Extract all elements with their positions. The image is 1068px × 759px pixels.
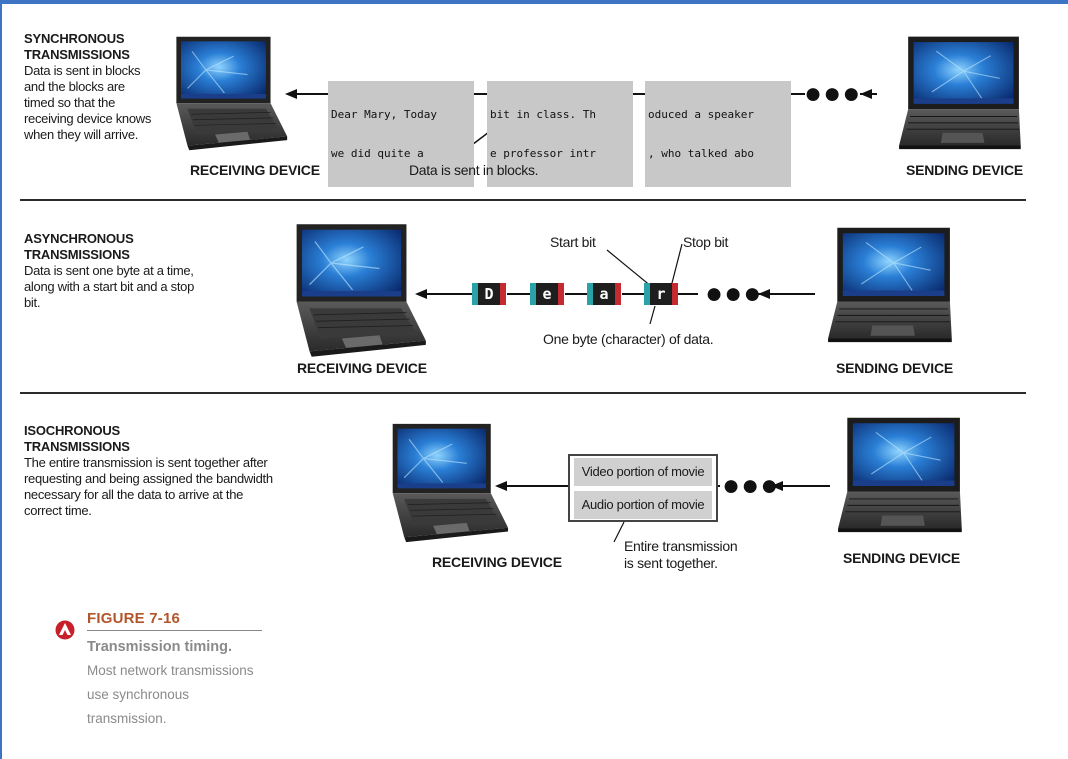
start-bit-label: Start bit [550, 234, 596, 250]
synchronous-sending-label: SENDING DEVICE [906, 162, 1023, 178]
stop-bit-label: Stop bit [683, 234, 729, 250]
isochronous-title-line1: ISOCHRONOUS [24, 423, 121, 438]
isochronous-sending-label: SENDING DEVICE [843, 550, 960, 566]
stop-bit-marker [672, 283, 678, 305]
synchronous-receiving-label: RECEIVING DEVICE [190, 162, 320, 178]
asynchronous-sending-laptop-icon [818, 224, 960, 344]
isochronous-flow-line [495, 481, 830, 491]
video-portion-row: Video portion of movie [574, 458, 712, 486]
asynchronous-sending-label: SENDING DEVICE [836, 360, 953, 376]
asynchronous-title-block: ASYNCHRONOUS TRANSMISSIONS Data is sent … [24, 231, 199, 311]
asynchronous-title-line2: TRANSMISSIONS [24, 247, 130, 262]
isochronous-description: The entire transmission is sent together… [24, 455, 273, 518]
synchronous-sending-laptop-icon [888, 33, 1030, 151]
block-2-line2: e professor intr [490, 147, 596, 160]
byte-character: D [478, 283, 500, 305]
byte-frame-1: D [472, 283, 506, 305]
window-left-border [0, 0, 2, 759]
synchronous-description: Data is sent in blocks and the blocks ar… [24, 63, 152, 142]
block-3-line1: oduced a speaker [648, 108, 754, 121]
figure-rule [87, 630, 262, 631]
figure-caption-bold: Transmission timing. [87, 639, 233, 655]
start-bit-marker [644, 283, 650, 305]
isochronous-receiving-label: RECEIVING DEVICE [432, 554, 562, 570]
asynchronous-receiving-label: RECEIVING DEVICE [297, 360, 427, 376]
isochronous-section: ISOCHRONOUS TRANSMISSIONS The entire tra… [0, 394, 1068, 604]
asynchronous-receiving-laptop-icon [278, 220, 438, 360]
block-1-line1: Dear Mary, Today [331, 108, 437, 121]
byte-label: One byte (character) of data. [543, 331, 714, 347]
start-bit-marker [530, 283, 536, 305]
block-3-line2: , who talked abo [648, 147, 754, 160]
byte-frame-4: r [644, 283, 678, 305]
figure-marker-icon [55, 620, 75, 640]
synchronous-section: SYNCHRONOUS TRANSMISSIONS Data is sent i… [0, 0, 1068, 200]
divider-1 [20, 199, 1026, 201]
byte-frame-2: e [530, 283, 564, 305]
synchronous-data-block-1: Dear Mary, Today we did quite a [328, 81, 474, 187]
together-caption-line2: is sent together. [624, 555, 718, 571]
together-pointer-line [613, 521, 625, 543]
isochronous-title-line2: TRANSMISSIONS [24, 439, 130, 454]
byte-character: e [536, 283, 558, 305]
isochronous-sending-laptop-icon [828, 414, 970, 534]
window-top-border [0, 0, 1068, 4]
together-caption: Entire transmission is sent together. [624, 538, 738, 572]
audio-portion-row: Audio portion of movie [574, 491, 712, 519]
byte-frame-3: a [587, 283, 621, 305]
synchronous-blocks-caption: Data is sent in blocks. [409, 162, 539, 178]
synchronous-receiving-laptop-icon [163, 33, 295, 153]
block-1-line2: we did quite a [331, 147, 424, 160]
asynchronous-continuation-dots: ●●● [705, 277, 763, 310]
isochronous-title-block: ISOCHRONOUS TRANSMISSIONS The entire tra… [24, 423, 282, 519]
figure-number: FIGURE 7-16 [87, 610, 181, 627]
synchronous-data-block-3: oduced a speaker , who talked abo [645, 81, 791, 187]
asynchronous-description: Data is sent one byte at a time, along w… [24, 263, 195, 310]
isochronous-transmission-box: Video portion of movie Audio portion of … [568, 454, 718, 522]
figure-caption: Transmission timing. Most network transm… [87, 635, 262, 731]
stop-bit-marker [500, 283, 506, 305]
asynchronous-title-line1: ASYNCHRONOUS [24, 231, 134, 246]
byte-character: r [650, 283, 672, 305]
block-2-line1: bit in class. Th [490, 108, 596, 121]
start-bit-marker [472, 283, 478, 305]
asynchronous-flow-line [415, 243, 815, 325]
synchronous-title-block: SYNCHRONOUS TRANSMISSIONS Data is sent i… [24, 31, 156, 143]
synchronous-title-line1: SYNCHRONOUS [24, 31, 125, 46]
stop-bit-marker [615, 283, 621, 305]
asynchronous-section: ASYNCHRONOUS TRANSMISSIONS Data is sent … [0, 200, 1068, 392]
start-bit-marker [587, 283, 593, 305]
synchronous-title-line2: TRANSMISSIONS [24, 47, 130, 62]
isochronous-continuation-dots: ●●● [722, 469, 780, 502]
synchronous-continuation-dots: ●●● [804, 77, 862, 110]
stop-bit-marker [558, 283, 564, 305]
asynchronous-byte-stream: D e a r [472, 283, 682, 305]
divider-2 [20, 392, 1026, 394]
synchronous-data-block-2: bit in class. Th e professor intr [487, 81, 633, 187]
figure-caption-rest: Most network transmissions use synchrono… [87, 663, 254, 726]
together-caption-line1: Entire transmission [624, 538, 738, 554]
byte-character: a [593, 283, 615, 305]
